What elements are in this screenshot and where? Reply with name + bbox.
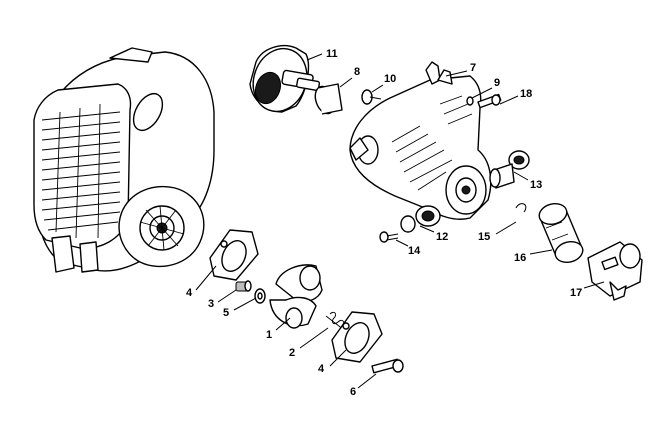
callout-14: 14	[408, 245, 421, 257]
clutch-sleeve-16	[538, 202, 584, 264]
callout-17: 17	[570, 287, 582, 299]
callout-18: 18	[520, 88, 532, 100]
screw-14	[379, 231, 399, 243]
callout-11: 11	[326, 48, 338, 60]
callout-8: 8	[354, 66, 360, 78]
washer-9	[466, 96, 474, 106]
callout-16: 16	[514, 252, 526, 264]
screw-18	[477, 93, 502, 109]
leader-lines	[195, 53, 605, 389]
ball-bearing	[314, 83, 343, 115]
carrier-plate-upper	[209, 229, 259, 281]
clamp-17	[587, 241, 643, 301]
screw-6	[371, 358, 404, 374]
cooling-fins	[41, 103, 121, 239]
callout-5: 5	[223, 307, 229, 319]
spacer-3	[235, 280, 252, 292]
clutch-shoes	[269, 264, 323, 329]
callout-10: 10	[384, 73, 396, 85]
callout-13: 13	[530, 179, 542, 191]
callout-6: 6	[350, 386, 356, 398]
needle-sleeve-13	[489, 150, 530, 189]
carrier-plate-lower	[331, 311, 383, 363]
callout-2: 2	[289, 347, 295, 359]
callout-15: 15	[478, 231, 490, 243]
callout-7: 7	[470, 62, 476, 74]
callout-3: 3	[208, 298, 214, 310]
engine-housing	[33, 47, 215, 273]
callout-9: 9	[494, 77, 500, 89]
washer-5	[254, 288, 266, 304]
callout-labels: 1 2 3 4 4 5 6 7 8 9 10 11 12 13 14 15 16…	[186, 48, 582, 398]
bushing-12	[400, 205, 441, 233]
screw-10	[361, 89, 382, 105]
callout-1: 1	[266, 329, 272, 341]
clutch-drum	[249, 44, 321, 113]
gear-housing	[349, 61, 492, 220]
callout-4-upper: 4	[186, 287, 193, 299]
callout-4-lower: 4	[318, 363, 325, 375]
callout-12: 12	[436, 231, 448, 243]
circlip	[515, 203, 527, 213]
